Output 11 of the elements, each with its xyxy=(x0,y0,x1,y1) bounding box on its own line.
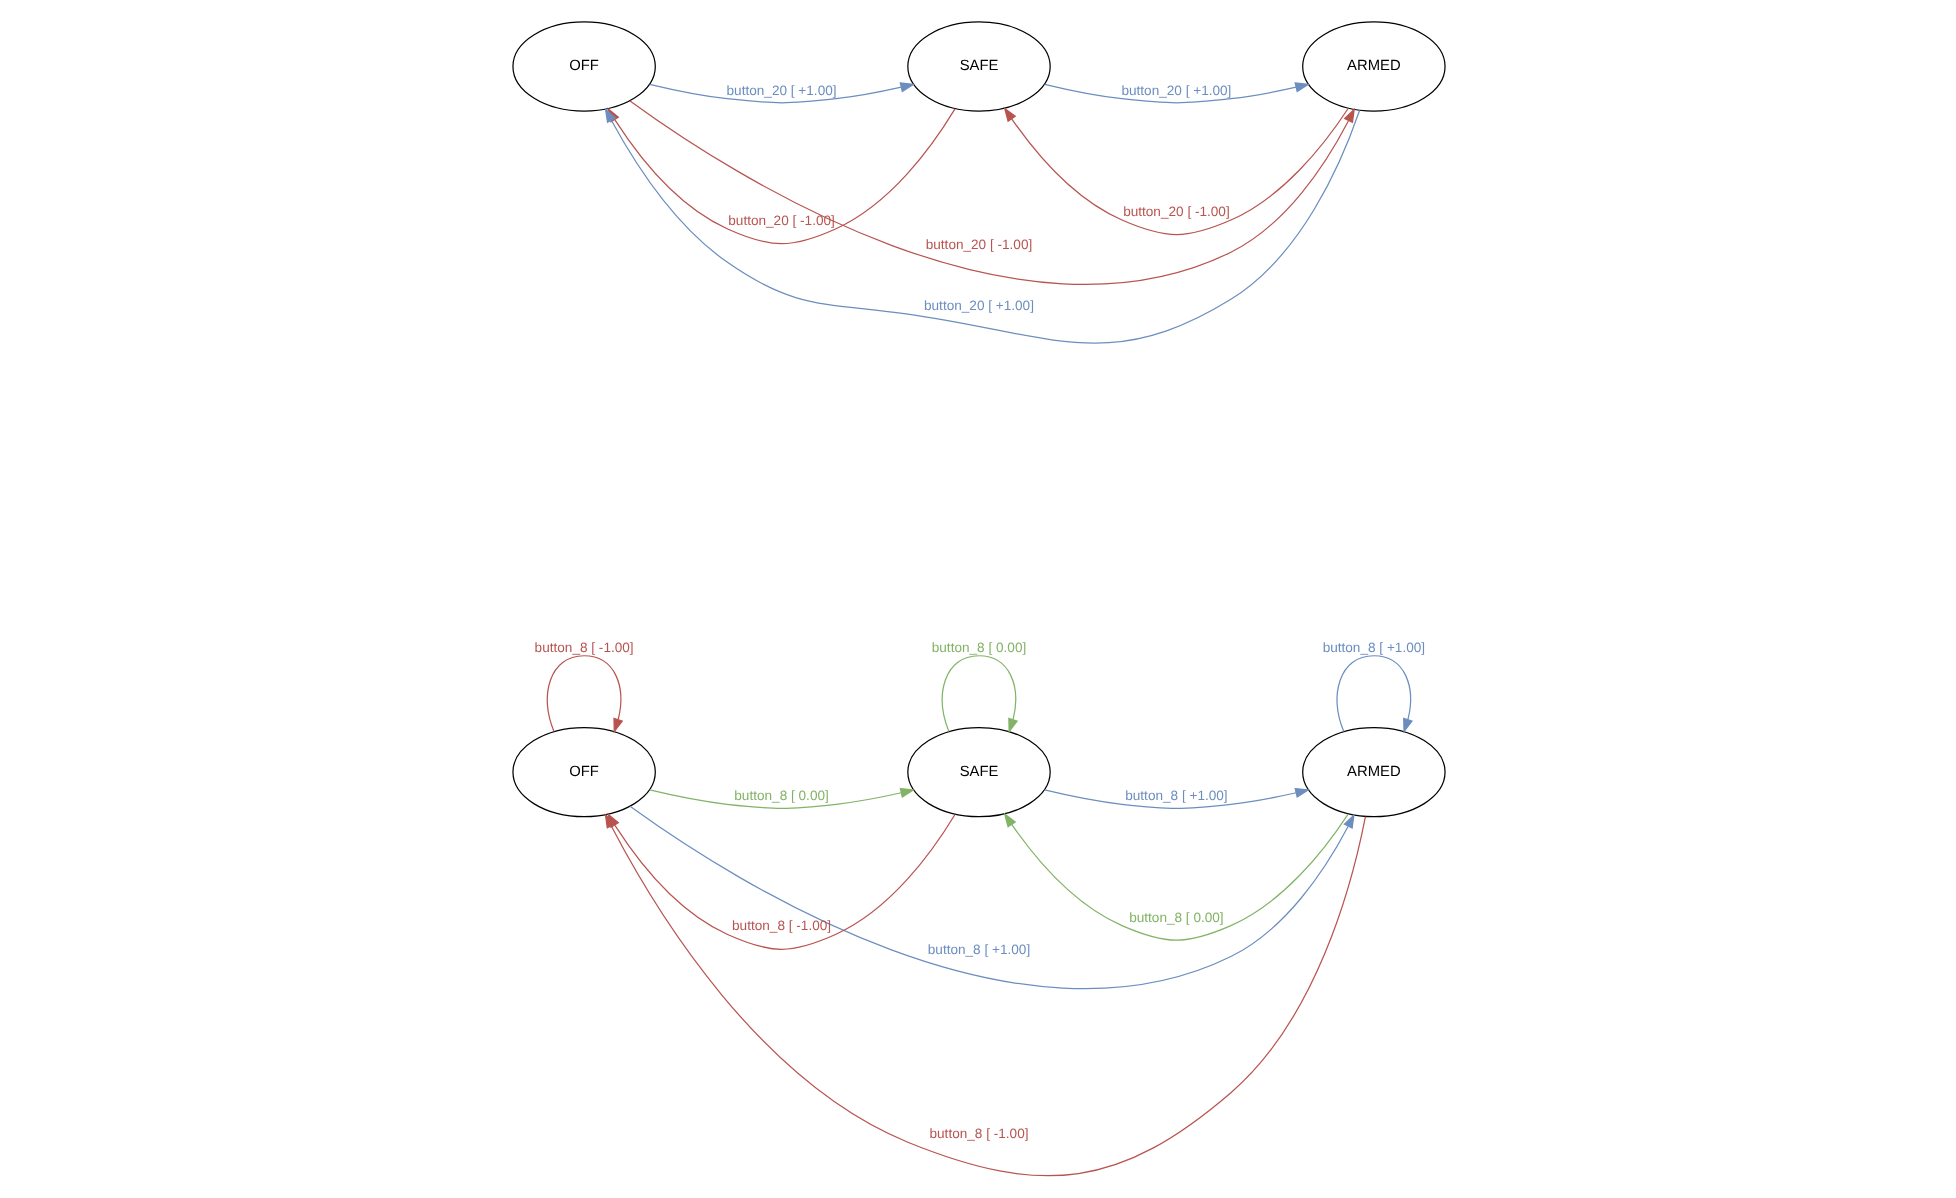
arrow xyxy=(1002,812,1348,941)
arrow xyxy=(628,805,1354,989)
arrow xyxy=(1335,655,1412,734)
arrow xyxy=(1043,787,1310,809)
arrow xyxy=(1002,106,1348,236)
arrow xyxy=(628,100,1355,285)
arrow xyxy=(545,655,623,734)
arrow xyxy=(940,655,1018,734)
arrow xyxy=(1043,82,1310,104)
arrow xyxy=(648,787,915,809)
arrow xyxy=(648,82,915,104)
